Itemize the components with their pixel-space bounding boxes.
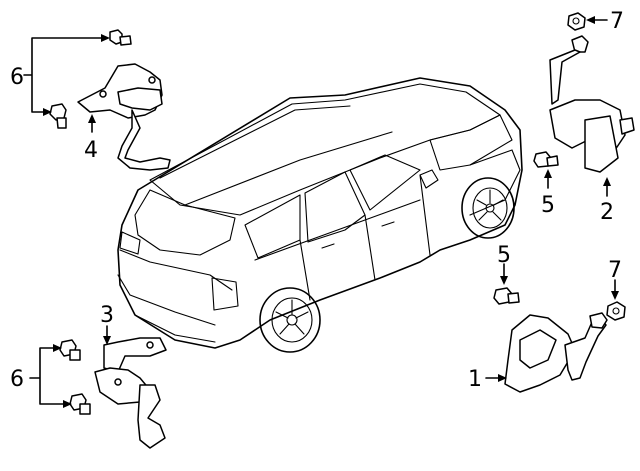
callout-3: 3 xyxy=(100,303,114,328)
callout-6-upper: 6 xyxy=(10,65,24,90)
vehicle-illustration xyxy=(117,77,523,353)
part-3-sensor-bracket xyxy=(94,337,167,449)
part-2-height-sensor xyxy=(549,35,635,173)
callout-4: 4 xyxy=(84,138,98,163)
part-4-sensor-bracket xyxy=(77,63,171,171)
bolt-6-lower-b xyxy=(69,393,91,415)
callout-2: 2 xyxy=(600,200,614,225)
nut-7-lower xyxy=(606,301,626,321)
bolt-6-upper-a xyxy=(109,29,132,46)
bolt-6-upper-b xyxy=(49,103,67,129)
bolt-5-lower xyxy=(493,287,520,305)
callout-7-upper: 7 xyxy=(610,9,624,34)
callout-5-upper: 5 xyxy=(541,193,555,218)
callout-5-lower: 5 xyxy=(497,243,511,268)
nut-7-upper xyxy=(567,12,586,31)
callout-1: 1 xyxy=(468,367,482,392)
callout-6-lower: 6 xyxy=(10,367,24,392)
part-1-height-sensor xyxy=(504,312,608,393)
bolt-6-lower-a xyxy=(59,339,81,361)
callout-7-lower: 7 xyxy=(608,258,622,283)
leader-lines xyxy=(23,16,619,408)
bolt-5-upper xyxy=(533,151,559,168)
